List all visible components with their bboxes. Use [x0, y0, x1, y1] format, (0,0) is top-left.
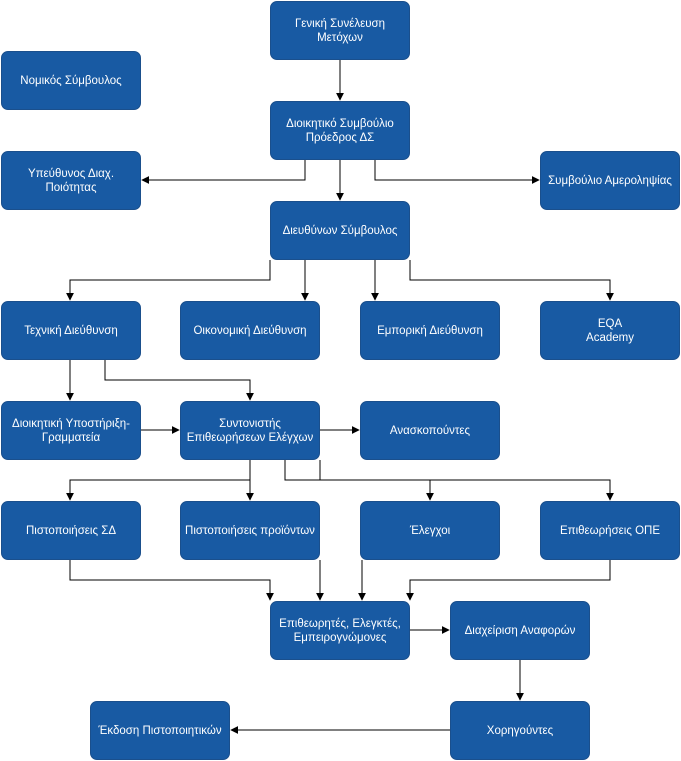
node-product-certifications: Πιστοποιήσεις προϊόντων — [180, 501, 320, 560]
node-ms-certifications: Πιστοποιήσεις ΣΔ — [1, 501, 141, 560]
connector-technical-dept-to-inspection-coordinator — [104, 360, 254, 401]
node-grantors: Χορηγούντες — [450, 701, 590, 760]
node-ceo: Διευθύνων Σύμβουλος — [270, 201, 410, 260]
node-admin-support: Διοικητική Υποστήριξη- Γραμματεία — [1, 401, 141, 460]
node-technical-dept: Τεχνική Διεύθυνση — [1, 301, 141, 360]
connector-ope-inspections-to-inspectors — [406, 560, 611, 601]
node-inspection-coordinator: Συντονιστής Επιθεωρήσεων Ελέγχων — [180, 401, 320, 460]
node-impartiality-committee: Συμβούλιο Αμεροληψίας — [540, 151, 680, 210]
node-inspectors: Επιθεωρητές, Ελεγκτές, Εμπειρογνώμονες — [270, 601, 410, 660]
connector-ceo-to-technical-dept — [66, 260, 271, 301]
node-general-assembly: Γενική Συνέλευση Μετόχων — [270, 1, 410, 60]
connector-inspection-coordinator-to-ms-certifications — [66, 460, 251, 501]
node-certificate-issuance: Έκδοση Πιστοποιητικών — [90, 701, 230, 760]
connector-ms-certifications-to-inspectors — [69, 560, 274, 601]
node-legal-advisor: Νομικός Σύμβουλος — [1, 51, 141, 110]
connector-ceo-to-eqa-academy — [409, 260, 614, 301]
node-reviewers: Ανασκοπούντες — [360, 401, 500, 460]
node-inspections: Έλεγχοι — [360, 501, 500, 560]
node-board: Διοικητικό Συμβούλιο Πρόεδρος ΔΣ — [270, 101, 410, 160]
node-quality-manager: Υπεύθυνος Διαχ. Ποιότητας — [1, 151, 141, 210]
node-eqa-academy: EQA Academy — [540, 301, 680, 360]
node-report-management: Διαχείριση Αναφορών — [450, 601, 590, 660]
node-financial-dept: Οικονομική Διεύθυνση — [180, 301, 320, 360]
node-ope-inspections: Επιθεωρήσεις ΟΠΕ — [540, 501, 680, 560]
connector-board-to-quality-manager — [141, 160, 306, 184]
connector-inspection-coordinator-to-ope-inspections — [319, 460, 614, 501]
connector-board-to-impartiality-committee — [374, 160, 540, 184]
node-commercial-dept: Εμπορική Διεύθυνση — [360, 301, 500, 360]
